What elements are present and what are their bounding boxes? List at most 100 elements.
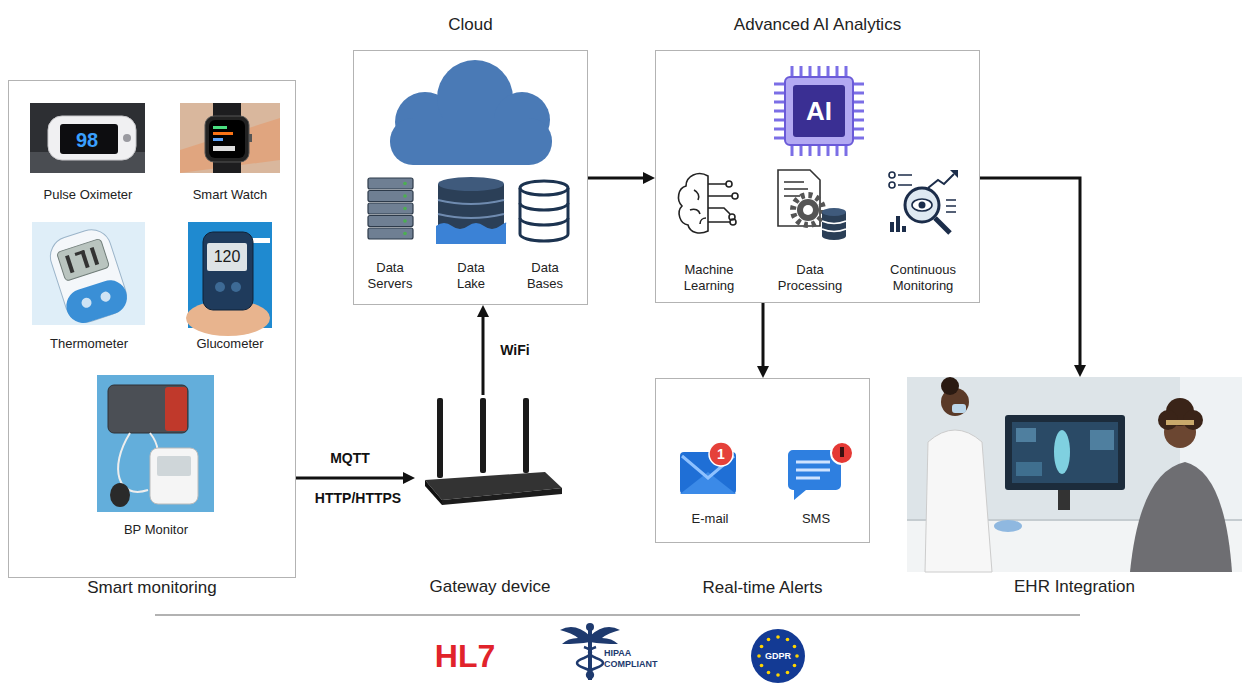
server-stack-icon — [368, 228, 413, 239]
bp-monitor-picture — [150, 448, 198, 504]
ehr-photo — [925, 430, 992, 572]
ehr-photo — [1054, 430, 1070, 474]
icon-tile: Data Servers — [358, 174, 422, 292]
compliance-logo-slot: GDPR — [758, 649, 798, 663]
cloud-icon — [390, 118, 552, 165]
server-stack-icon — [403, 219, 407, 223]
node-label: E-mail — [692, 511, 729, 527]
icon-tile: Data Lake — [437, 174, 505, 292]
thermometer-picture — [80, 297, 93, 310]
ehr-photo — [1005, 415, 1125, 490]
brain-icon — [679, 174, 738, 233]
glucometer-picture — [207, 243, 247, 271]
data-processing-icon — [822, 232, 846, 240]
monitoring-icon — [912, 199, 932, 211]
footer-rule — [155, 615, 1080, 616]
device-tile: Pulse Oximeter — [18, 100, 158, 203]
caduceus-logo — [586, 623, 594, 631]
router-picture — [425, 480, 442, 505]
ehr-photo — [1058, 490, 1070, 510]
brain-icon — [732, 193, 738, 199]
ehr-photo — [994, 520, 1022, 532]
caduceus-logo — [577, 647, 593, 679]
server-stack-icon — [403, 232, 407, 236]
display-reading: 98 — [76, 129, 98, 152]
heading-slot: EHR Integration — [907, 577, 1242, 597]
router-picture — [523, 398, 529, 473]
sms-icon — [840, 447, 844, 457]
node-label: Glucometer — [196, 336, 263, 352]
gdpr-logo — [767, 638, 771, 642]
node-label: Pulse Oximeter — [44, 187, 133, 203]
gdpr-logo — [757, 654, 761, 658]
badge-circle — [709, 442, 733, 466]
monitoring-icon — [896, 216, 900, 232]
icon-tile: E-mail1 — [672, 432, 748, 527]
device-tile: Thermometer — [25, 218, 153, 352]
flow-arrow — [482, 315, 485, 395]
bp-monitor-picture — [157, 456, 191, 476]
monitoring-icon — [946, 200, 956, 212]
server-stack-icon — [368, 178, 413, 189]
smart-watch-picture — [180, 103, 280, 173]
ai-chip-icon — [774, 66, 864, 156]
group-panel: Smart monitoringPulse OximeterSmart Watc… — [8, 80, 296, 578]
compliance-logo-slot: HIPAA COMPLIANT — [604, 645, 684, 673]
chip-label: AI — [793, 85, 845, 137]
brain-icon — [730, 219, 736, 225]
group-panel: CloudData ServersData LakeData Bases — [353, 50, 588, 305]
thermometer-picture — [62, 276, 131, 327]
ehr-node: EHR Integration — [907, 377, 1242, 572]
server-stack-icon — [403, 207, 407, 211]
ehr-photo — [1016, 462, 1042, 476]
display-reading-slot: 120 — [208, 246, 246, 268]
router-picture — [425, 398, 562, 505]
ai-chip-icon — [774, 66, 864, 156]
database-icon — [520, 181, 568, 241]
flow-arrow — [980, 178, 1080, 367]
server-stack-icon — [368, 178, 413, 239]
ehr-photo — [907, 377, 1242, 572]
edge-label: WiFi — [498, 342, 531, 358]
thermometer-picture — [45, 225, 131, 328]
monitoring-icon — [905, 188, 939, 222]
data-processing-icon — [797, 199, 819, 221]
caduceus-logo — [560, 627, 590, 644]
protocol-label: HTTP/HTTPS — [313, 490, 403, 506]
node-heading: Advanced AI Analytics — [734, 15, 901, 35]
gateway-node: Gateway device — [415, 395, 565, 507]
ehr-photo — [907, 377, 1242, 572]
icon-tile: Machine Learning — [668, 166, 750, 294]
gdpr-logo — [751, 629, 805, 683]
thermometer-picture — [32, 222, 145, 327]
thermometer-picture — [99, 290, 112, 303]
monitoring-icon — [928, 174, 954, 188]
device-tile: BP Monitor — [90, 370, 222, 538]
heading-slot: Advanced AI Analytics — [656, 15, 979, 35]
data-lake-icon — [438, 200, 504, 218]
data-processing-icon — [793, 195, 823, 225]
data-processing-icon — [778, 170, 846, 240]
node-label: Data Processing — [778, 262, 842, 295]
pulse-oximeter-picture — [30, 103, 145, 173]
brain-icon — [726, 181, 732, 187]
node-label: BP Monitor — [124, 522, 188, 538]
data-processing-icon — [822, 208, 846, 216]
server-stack-icon — [368, 203, 413, 214]
gdpr-logo — [760, 664, 764, 668]
gdpr-logo — [795, 654, 799, 658]
data-lake-icon — [436, 222, 506, 244]
data-lake-icon — [438, 177, 504, 191]
edge-label-slot: MQTT — [318, 448, 382, 468]
group-panel: Advanced AI AnalyticsAIMachine LearningD… — [655, 50, 980, 303]
node-label: Data Servers — [368, 260, 413, 293]
glucometer-picture — [231, 282, 241, 292]
smart-watch-picture — [213, 146, 235, 151]
edge-label: MQTT — [328, 450, 372, 466]
database-icon — [520, 203, 568, 225]
gdpr-logo — [760, 645, 764, 649]
monitoring-icon — [889, 182, 895, 188]
